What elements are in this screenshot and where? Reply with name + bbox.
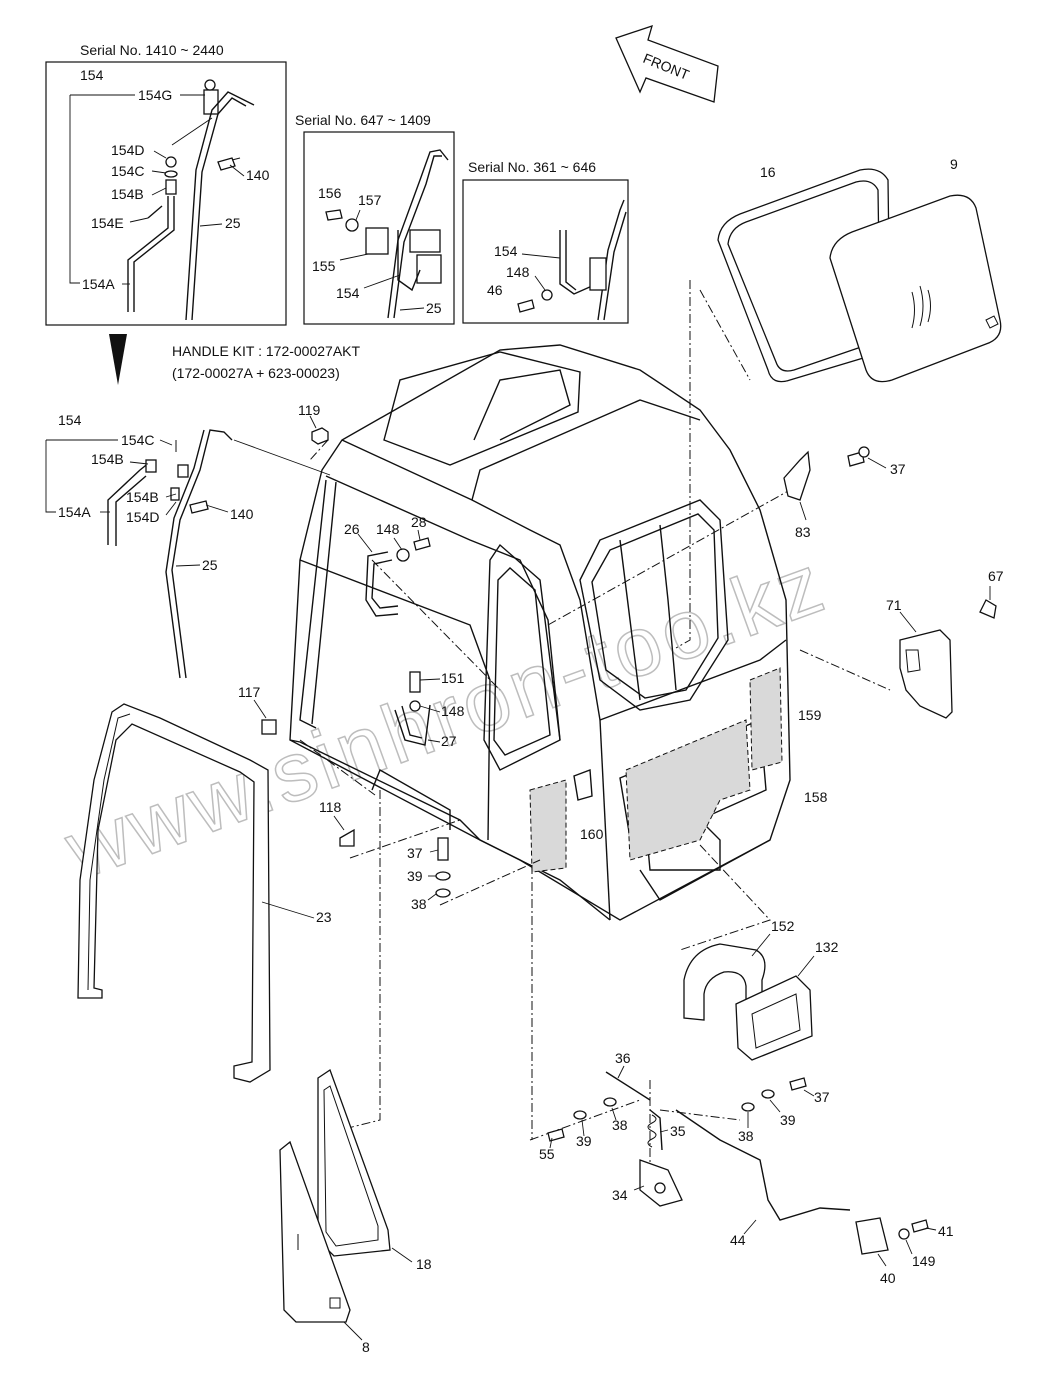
label-36: 36 <box>615 1050 631 1066</box>
window-glass-9 <box>829 194 1002 383</box>
cab-body <box>289 344 791 921</box>
bolt-stack-37-39-38 <box>427 837 451 901</box>
label-154: 154 <box>336 285 360 301</box>
label-25: 25 <box>225 215 241 231</box>
label-28: 28 <box>411 514 427 530</box>
door-seal-23 <box>77 703 315 1083</box>
label-23: 23 <box>316 909 332 925</box>
label-18: 18 <box>416 1256 432 1272</box>
label-158: 158 <box>804 789 828 805</box>
label-16: 16 <box>760 164 776 180</box>
label-55: 55 <box>539 1146 555 1162</box>
door-latch-linkage <box>547 1065 937 1267</box>
label-117: 117 <box>238 684 261 700</box>
label-154: 154 <box>80 67 104 83</box>
label-151: 151 <box>441 670 465 686</box>
label-44: 44 <box>730 1232 746 1248</box>
label-39: 39 <box>407 868 423 884</box>
label-8: 8 <box>362 1339 370 1355</box>
label-119: 119 <box>298 402 321 418</box>
label-157: 157 <box>358 192 382 208</box>
label-140: 140 <box>246 167 270 183</box>
label-154A: 154A <box>58 504 91 520</box>
label-39-right: 39 <box>780 1112 796 1128</box>
parts-152-132 <box>683 933 815 1061</box>
label-154C: 154C <box>121 432 154 448</box>
label-37-lower: 37 <box>814 1089 830 1105</box>
grab-handle-26 <box>357 529 431 617</box>
window-seal-16 <box>717 168 891 383</box>
label-154: 154 <box>494 243 518 259</box>
detail-box-serial-361-646: Serial No. 361 ~ 646 154 148 46 <box>462 159 629 324</box>
label-154C: 154C <box>111 163 144 179</box>
label-149: 149 <box>912 1253 936 1269</box>
label-38-lower: 38 <box>612 1117 628 1133</box>
label-83: 83 <box>795 524 811 540</box>
window-seal-18 <box>317 1068 413 1263</box>
serial-label-2: Serial No. 647 ~ 1409 <box>295 112 431 128</box>
label-159: 159 <box>798 707 822 723</box>
detail-box-serial-647-1409: Serial No. 647 ~ 1409 156 157 155 154 25 <box>295 112 455 325</box>
label-154B: 154B <box>91 451 124 467</box>
label-154E: 154E <box>91 215 124 231</box>
label-154A: 154A <box>82 276 115 292</box>
handle-assembly-154: 154 154C 154B 154B 154D 154A 140 25 <box>45 412 331 679</box>
label-148: 148 <box>506 264 530 280</box>
label-152: 152 <box>771 918 795 934</box>
label-46: 46 <box>487 282 503 298</box>
arrow-down-icon <box>109 334 127 385</box>
handle-27-assembly <box>394 671 441 746</box>
label-38-right: 38 <box>738 1128 754 1144</box>
detail-box-serial-1410-2440: Serial No. 1410 ~ 2440 154 154G 154D 154… <box>45 42 287 326</box>
label-40: 40 <box>880 1270 896 1286</box>
front-direction-arrow: FRONT <box>615 24 719 103</box>
label-27: 27 <box>441 733 457 749</box>
pad-160 <box>529 779 567 873</box>
clip-118 <box>339 828 355 847</box>
serial-label-3: Serial No. 361 ~ 646 <box>468 159 596 175</box>
handle-kit-line-2: (172-00027A + 623-00023) <box>172 365 340 381</box>
label-9: 9 <box>950 156 958 172</box>
handle-kit-line-1: HANDLE KIT : 172-00027AKT <box>172 343 361 359</box>
label-37: 37 <box>407 845 423 861</box>
part-71 <box>899 586 997 719</box>
label-37-right: 37 <box>890 461 906 477</box>
serial-label-1: Serial No. 1410 ~ 2440 <box>80 42 224 58</box>
label-118: 118 <box>319 799 342 815</box>
label-154: 154 <box>58 412 82 428</box>
label-38: 38 <box>411 896 427 912</box>
label-25: 25 <box>202 557 218 573</box>
clip-117 <box>261 719 277 735</box>
label-34: 34 <box>612 1187 628 1203</box>
label-132: 132 <box>815 939 839 955</box>
label-154B-lower: 154B <box>126 489 159 505</box>
pad-159 <box>749 667 783 771</box>
label-154D: 154D <box>111 142 144 158</box>
label-156: 156 <box>318 185 342 201</box>
cap-119 <box>311 427 329 445</box>
label-148: 148 <box>376 521 400 537</box>
label-140: 140 <box>230 506 254 522</box>
pad-158 <box>625 719 751 861</box>
window-glass-8 <box>279 1140 363 1341</box>
label-67: 67 <box>988 568 1004 584</box>
label-155: 155 <box>312 258 336 274</box>
latch-83 <box>783 446 887 521</box>
label-154B: 154B <box>111 186 144 202</box>
label-154D: 154D <box>126 509 159 525</box>
label-160: 160 <box>580 826 604 842</box>
label-41: 41 <box>938 1223 954 1239</box>
label-26: 26 <box>344 521 360 537</box>
label-39-lower: 39 <box>576 1133 592 1149</box>
label-71: 71 <box>886 597 902 613</box>
label-148-lower: 148 <box>441 703 465 719</box>
label-35: 35 <box>670 1123 686 1139</box>
label-154G: 154G <box>138 87 172 103</box>
label-25: 25 <box>426 300 442 316</box>
